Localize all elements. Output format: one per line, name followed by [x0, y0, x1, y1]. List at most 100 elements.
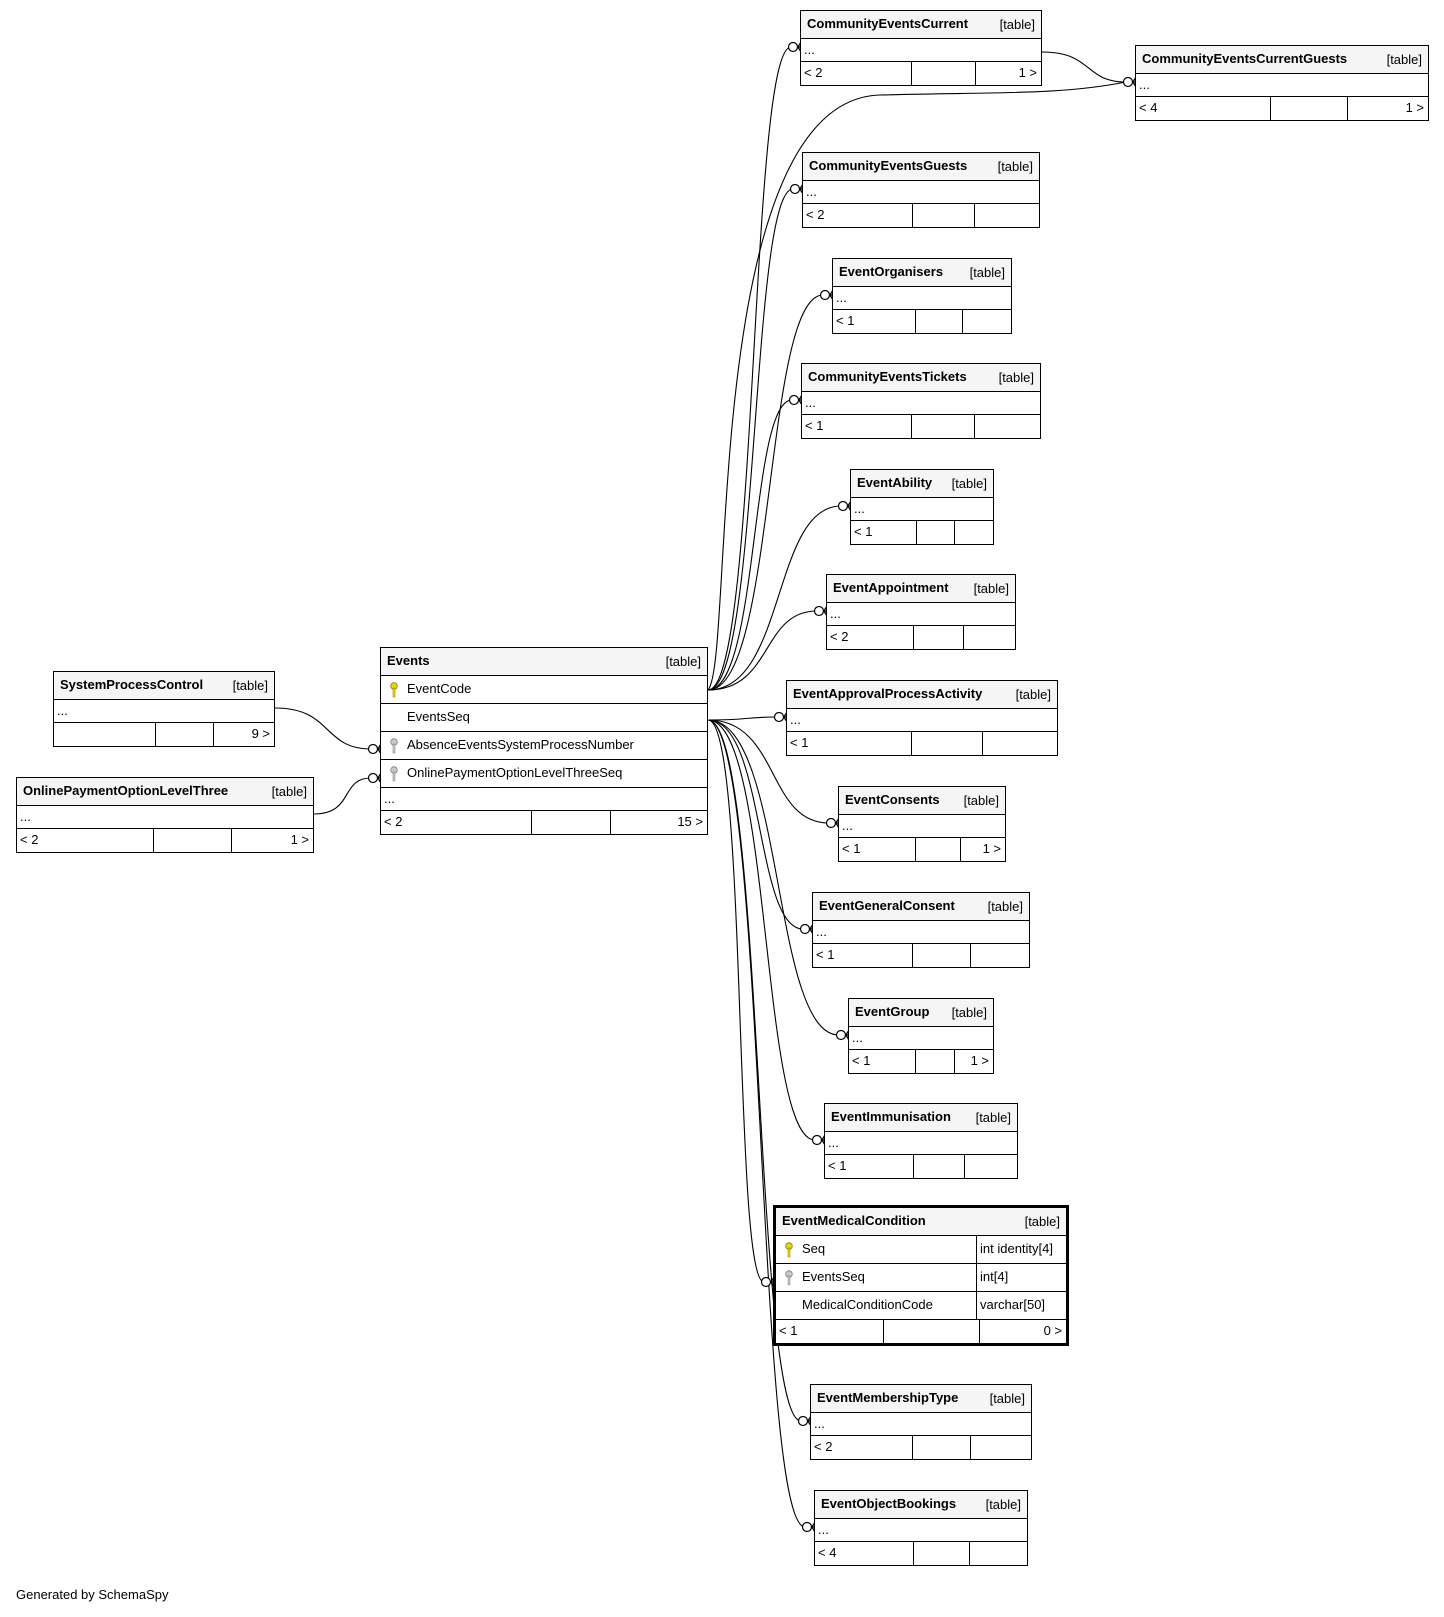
table-footer: < 2 1 >	[17, 829, 313, 852]
column-name: OnlinePaymentOptionLevelThreeSeq	[407, 765, 623, 780]
zero-optional-marker	[825, 817, 837, 829]
event-general-consent-table[interactable]: EventGeneralConsent[table]...< 1	[812, 892, 1030, 968]
event-object-bookings-table[interactable]: EventObjectBookings[table]...< 4	[814, 1490, 1028, 1566]
parent-count: < 1	[828, 1158, 847, 1173]
child-count: 1 >	[982, 841, 1001, 856]
system-process-control-table[interactable]: SystemProcessControl[table]...9 >	[53, 671, 275, 747]
event-medical-condition-table[interactable]: EventMedicalCondition [table] Seq int id…	[773, 1205, 1069, 1346]
child-count: 1 >	[290, 832, 309, 847]
table-name: EventMembershipType	[817, 1390, 959, 1405]
parent-count: < 2	[20, 832, 39, 847]
parent-count: < 2	[830, 629, 849, 644]
relationship-line	[1041, 51, 1127, 83]
table-kind: [table]	[998, 370, 1034, 385]
column-type: int identity[4]	[976, 1236, 1053, 1263]
parent-count: < 1	[842, 841, 861, 856]
more-columns: ...	[839, 815, 1005, 838]
relationship-line	[707, 505, 842, 691]
more-columns: ...	[17, 806, 313, 829]
parent-count: < 1	[836, 313, 855, 328]
table-header: EventAbility[table]	[851, 470, 993, 498]
table-name: OnlinePaymentOptionLevelThree	[23, 783, 229, 798]
table-header: CommunityEventsCurrent[table]	[801, 11, 1041, 39]
online-payment-option-level-three-table[interactable]: OnlinePaymentOptionLevelThree[table]...<…	[16, 777, 314, 853]
event-membership-type-table[interactable]: EventMembershipType[table]...< 2	[810, 1384, 1032, 1460]
relationship-line	[707, 719, 830, 824]
table-footer: < 2	[827, 626, 1015, 649]
more-columns: ...	[849, 1027, 993, 1050]
community-events-tickets-table[interactable]: CommunityEventsTickets[table]...< 1	[801, 363, 1041, 439]
parent-count: < 2	[814, 1439, 833, 1454]
parent-count: < 2	[804, 65, 823, 80]
table-kind: [table]	[665, 654, 701, 669]
column-name: EventCode	[407, 681, 472, 696]
zero-optional-marker	[835, 1029, 847, 1041]
zero-optional-marker	[813, 605, 825, 617]
relationship-line	[707, 81, 1127, 691]
relationship-line	[707, 716, 778, 721]
table-header: EventOrganisers[table]	[833, 259, 1011, 287]
zero-optional-marker	[367, 772, 379, 784]
event-ability-table[interactable]: EventAbility[table]...< 1	[850, 469, 994, 545]
table-footer: < 1	[851, 521, 993, 544]
more-columns: ...	[1136, 74, 1428, 97]
table-kind: [table]	[985, 1497, 1021, 1512]
zero-optional-marker	[797, 1415, 809, 1427]
event-consents-table[interactable]: EventConsents[table]... < 1 1 >	[838, 786, 1006, 862]
more-columns: ...	[381, 788, 707, 811]
table-name: Events	[387, 653, 430, 668]
event-immunisation-table[interactable]: EventImmunisation[table]...< 1	[824, 1103, 1018, 1179]
community-events-guests-table[interactable]: CommunityEventsGuests[table]...< 2	[802, 152, 1040, 228]
table-header: EventMembershipType [table]	[811, 1385, 1031, 1413]
table-kind: [table]	[999, 17, 1035, 32]
table-header: CommunityEventsTickets[table]	[802, 364, 1040, 392]
relationship-line	[707, 719, 806, 1528]
table-footer: < 2	[811, 1436, 1031, 1459]
table-header: EventConsents[table]	[839, 787, 1005, 815]
relationship-line	[274, 707, 372, 750]
column-row: Seq int identity[4]	[776, 1236, 1066, 1264]
table-footer: < 1	[825, 1155, 1017, 1178]
foreign-key-icon	[390, 738, 398, 754]
event-appointment-table[interactable]: EventAppointment[table]...< 2	[826, 574, 1016, 650]
relationship-line	[707, 399, 793, 691]
zero-optional-marker	[799, 923, 811, 935]
primary-key-icon	[785, 1242, 793, 1258]
table-header: CommunityEventsGuests [table]	[803, 153, 1039, 181]
table-name: CommunityEventsGuests	[809, 158, 968, 173]
table-name: EventGroup	[855, 1004, 930, 1019]
table-kind: [table]	[997, 159, 1033, 174]
column-row: EventsSeq int[4]	[776, 1264, 1066, 1292]
table-footer: < 1	[813, 944, 1029, 967]
relationship-line	[707, 610, 818, 691]
more-columns: ...	[813, 921, 1029, 944]
column-name: MedicalConditionCode	[802, 1297, 933, 1312]
more-columns: ...	[787, 709, 1057, 732]
table-kind: [table]	[969, 265, 1005, 280]
column-row: OnlinePaymentOptionLevelThreeSeq	[381, 760, 707, 788]
table-name: EventConsents	[845, 792, 940, 807]
event-approval-process-activity-table[interactable]: EventApprovalProcessActivity[table]...< …	[786, 680, 1058, 756]
column-name: AbsenceEventsSystemProcessNumber	[407, 737, 634, 752]
zero-optional-marker	[789, 183, 801, 195]
community-events-current-guests-table[interactable]: CommunityEventsCurrentGuests[table]...< …	[1135, 45, 1429, 121]
more-columns: ...	[54, 700, 274, 723]
more-columns: ...	[851, 498, 993, 521]
relationship-line	[707, 719, 804, 930]
event-organisers-table[interactable]: EventOrganisers[table]...< 1	[832, 258, 1012, 334]
zero-optional-marker	[1122, 76, 1134, 88]
events-table[interactable]: Events [table] EventCode EventsSeq Absen…	[380, 647, 708, 835]
table-kind: [table]	[989, 1391, 1025, 1406]
table-kind: [table]	[973, 581, 1009, 596]
table-name: EventAbility	[857, 475, 933, 490]
column-row: EventCode	[381, 676, 707, 704]
parent-count: < 4	[818, 1545, 837, 1560]
table-header: CommunityEventsCurrentGuests[table]	[1136, 46, 1428, 74]
table-header: EventMedicalCondition [table]	[776, 1208, 1066, 1236]
table-kind: [table]	[1024, 1214, 1060, 1229]
table-header: Events [table]	[381, 648, 707, 676]
